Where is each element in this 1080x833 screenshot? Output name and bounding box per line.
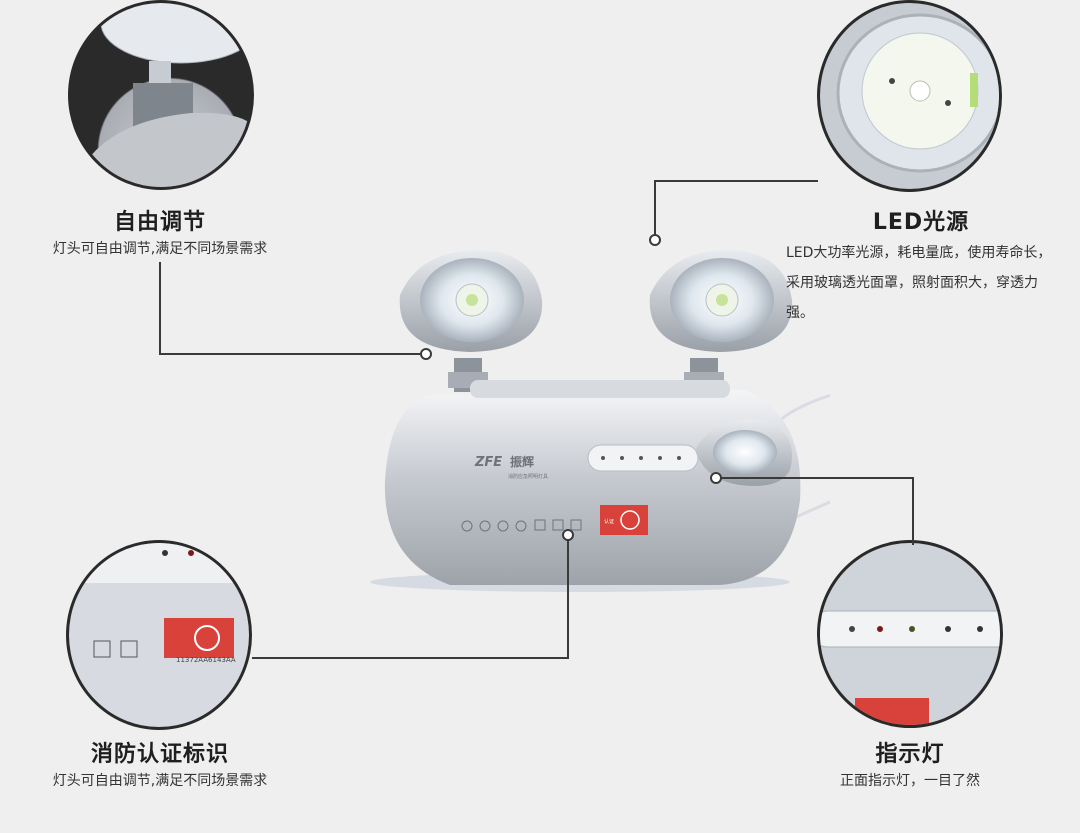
- feature-led: LED光源 LED大功率光源，耗电量底，使用寿命长，采用玻璃透光面罩，照射面积大…: [786, 204, 1056, 328]
- emergency-light-product: ZFE 振辉 消防应急照明灯具 认证: [370, 250, 830, 592]
- feature-fire-mark-desc: 灯头可自由调节,满足不同场景需求: [52, 773, 268, 789]
- feature-fire-mark: 消防认证标识 灯头可自由调节,满足不同场景需求: [20, 736, 300, 794]
- connector-led-horizontal: [654, 180, 818, 182]
- serial-number: 11372AA6143AA: [176, 656, 236, 664]
- detail-circle-fire-mark: [66, 540, 252, 730]
- connector-fire-dot: [562, 529, 574, 541]
- connector-fire-vertical: [567, 535, 569, 659]
- joint-closeup: [73, 3, 251, 187]
- connector-indicator-vertical: [912, 477, 914, 545]
- detail-circle-indicator: [817, 540, 1003, 728]
- connector-adjust-dot: [420, 348, 432, 360]
- connector-adjust-horizontal: [159, 353, 427, 355]
- brand-cn-text: 振辉: [510, 454, 534, 469]
- brand-latin-text: ZFE: [474, 455, 502, 470]
- feature-led-title: LED光源: [872, 210, 970, 235]
- feature-indicator-desc: 正面指示灯，一目了然: [840, 773, 980, 789]
- connector-adjust-vertical: [159, 262, 161, 354]
- feature-adjust: 自由调节 灯头可自由调节,满足不同场景需求: [20, 204, 300, 262]
- connector-fire-horizontal: [252, 657, 568, 659]
- feature-indicator-title: 指示灯: [875, 742, 945, 767]
- feature-fire-mark-title: 消防认证标识: [90, 742, 229, 767]
- connector-led-vertical: [654, 180, 656, 238]
- connector-indicator-dot: [710, 472, 722, 484]
- connector-led-dot: [649, 234, 661, 246]
- connector-indicator-horizontal: [716, 477, 913, 479]
- indicator-closeup: [820, 610, 1000, 725]
- feature-led-desc: LED大功率光源，耗电量底，使用寿命长，采用玻璃透光面罩，照射面积大，穿透力强。: [786, 245, 1052, 321]
- feature-indicator: 指示灯 正面指示灯，一目了然: [780, 736, 1040, 794]
- led-closeup: [836, 13, 999, 173]
- detail-circle-led: [817, 0, 1002, 192]
- feature-adjust-title: 自由调节: [113, 210, 206, 235]
- feature-adjust-desc: 灯头可自由调节,满足不同场景需求: [52, 241, 268, 257]
- svg-text:认证: 认证: [604, 518, 614, 525]
- model-text: 消防应急照明灯具: [508, 473, 548, 480]
- detail-circle-adjust: [68, 0, 254, 190]
- cert-closeup: [69, 543, 249, 658]
